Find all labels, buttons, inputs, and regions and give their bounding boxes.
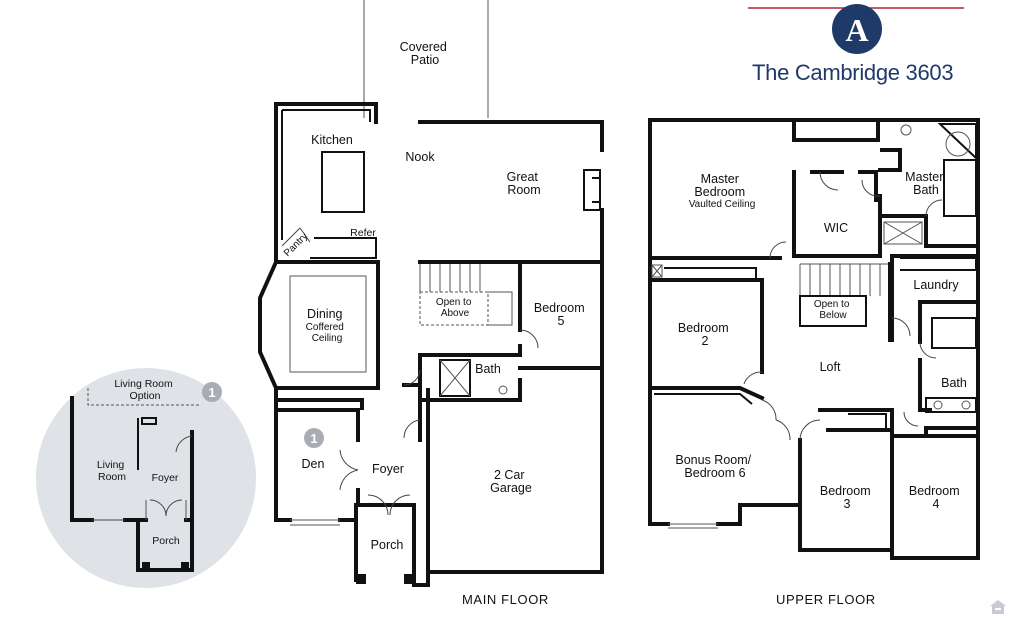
label-refer: Refer xyxy=(350,227,376,239)
label-laundry: Laundry xyxy=(913,278,959,292)
equal-housing-icon xyxy=(990,600,1006,614)
main-floor-label: MAIN FLOOR xyxy=(462,592,549,607)
label-porch: Porch xyxy=(371,538,404,552)
label-loft: Loft xyxy=(820,360,841,374)
label-bedroom-4: Bedroom 4 xyxy=(909,484,963,511)
label-great-room: Great Room xyxy=(507,170,542,197)
logo-letter: A xyxy=(845,12,868,48)
label-living-room-inset: Living Room xyxy=(97,459,127,483)
option-circle xyxy=(36,368,256,588)
brand-logo: A xyxy=(748,4,964,54)
label-pantry: Pantry xyxy=(282,231,310,259)
label-porch-inset: Porch xyxy=(152,535,180,547)
main-floor-plan: 1 Covered Patio Kitchen Nook Great Room … xyxy=(258,0,604,587)
label-foyer-inset: Foyer xyxy=(152,472,179,484)
label-kitchen: Kitchen xyxy=(311,133,353,147)
label-bedroom-5: Bedroom 5 xyxy=(534,301,588,328)
brand-header: A xyxy=(740,0,980,100)
label-den: Den xyxy=(302,457,325,471)
plan-title: The Cambridge 3603 xyxy=(752,60,954,85)
label-open-to-below: Open to Below xyxy=(814,299,852,321)
option-badge-inset xyxy=(202,382,222,402)
upper-floor-plan: Master Bedroom Vaulted Ceiling WIC Maste… xyxy=(648,118,980,560)
label-garage: 2 Car Garage xyxy=(490,468,532,495)
label-bedroom-2: Bedroom 2 xyxy=(678,321,732,348)
option-badge-inset-text: 1 xyxy=(208,385,215,400)
living-room-option-inset: 1 Living Room Option Living Room Foyer P… xyxy=(36,368,256,588)
label-foyer: Foyer xyxy=(372,462,404,476)
option-badge-den-text: 1 xyxy=(310,431,317,446)
label-living-room-option: Living Room Option xyxy=(114,378,175,402)
label-open-to-above: Open to Above xyxy=(436,297,474,319)
label-wic: WIC xyxy=(824,221,848,235)
label-covered-patio: Covered Patio xyxy=(400,40,451,67)
upper-floor-label: UPPER FLOOR xyxy=(776,592,876,607)
label-bedroom-3: Bedroom 3 xyxy=(820,484,874,511)
label-dining: Dining Coffered Ceiling xyxy=(306,305,349,344)
label-bath-main: Bath xyxy=(475,362,501,376)
label-master-bedroom: Master Bedroom Vaulted Ceiling xyxy=(689,170,756,210)
label-bonus-room: Bonus Room/ Bedroom 6 xyxy=(675,453,754,480)
label-master-bath: Master Bath xyxy=(905,170,947,197)
label-bath-upper: Bath xyxy=(941,376,967,390)
label-nook: Nook xyxy=(405,150,435,164)
option-badge-den xyxy=(304,428,324,448)
